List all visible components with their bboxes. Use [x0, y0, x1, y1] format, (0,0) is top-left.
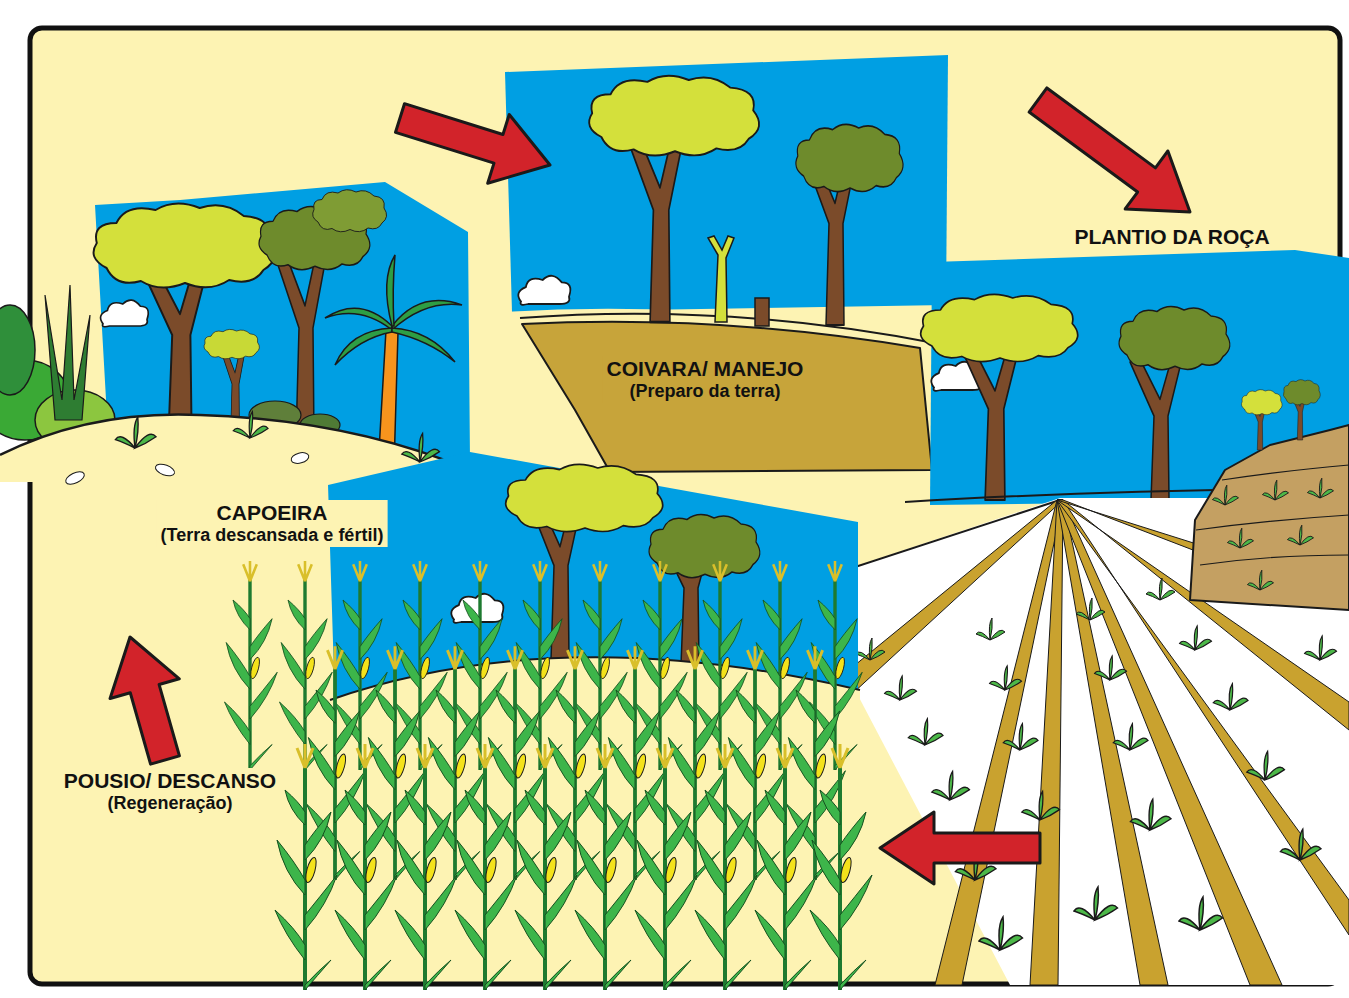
fallen-leaf — [154, 462, 176, 478]
terraced-hill — [1190, 425, 1349, 610]
label-group: POUSIO/ DESCANSO(Regeneração) — [60, 768, 280, 815]
stage-subtitle: (Regeneração) — [60, 793, 280, 815]
seedling — [1305, 636, 1337, 660]
stage-panel: POUSIO/ DESCANSO(Regeneração) — [20, 760, 880, 990]
seedling — [1130, 799, 1171, 830]
flow-arrow — [396, 104, 550, 184]
stage-subtitle: (Terra descansada e fértil) — [157, 525, 388, 547]
corn-plant — [225, 561, 278, 770]
corn-plant — [635, 744, 697, 990]
seedling — [932, 771, 970, 800]
tree-crown — [796, 124, 903, 191]
cloud — [101, 300, 149, 327]
tree-crown — [921, 294, 1078, 361]
seedling — [1074, 887, 1118, 920]
cloud — [518, 276, 570, 305]
tree-crown — [204, 329, 259, 358]
cut-stump — [708, 236, 734, 322]
stage-title: CAPOEIRA — [157, 500, 388, 525]
corn-plant — [695, 744, 757, 990]
corn-plant — [515, 744, 577, 990]
tree-trunk — [1130, 350, 1183, 500]
seedling — [1076, 598, 1105, 620]
seedling — [885, 676, 917, 700]
stage-title: COIVARA/ MANEJO — [603, 356, 808, 381]
flow-arrow — [110, 637, 179, 764]
seedling — [1022, 791, 1060, 820]
seedling — [1113, 724, 1148, 750]
corn-plant — [755, 744, 817, 990]
bush — [0, 305, 35, 395]
seedling — [1247, 751, 1285, 780]
seedling — [1287, 525, 1313, 545]
seedling — [1227, 528, 1253, 548]
corn-plant — [395, 744, 457, 990]
seedling — [402, 433, 440, 462]
hill-line — [0, 415, 470, 471]
seedling — [979, 917, 1023, 950]
seedling — [115, 417, 156, 448]
seedling — [1003, 724, 1038, 750]
seedling — [1247, 570, 1273, 590]
fallen-leaf — [64, 469, 86, 487]
spiky-plant — [45, 285, 90, 420]
label-group: COIVARA/ MANEJO(Preparo da terra) — [603, 356, 808, 403]
corn-plant — [275, 744, 337, 990]
tree-crown — [506, 464, 663, 531]
seedling — [1212, 485, 1238, 505]
stage-panel: PLANTIO DA ROÇA — [1040, 212, 1340, 880]
palm-leaf — [387, 255, 395, 326]
corn-plant — [455, 744, 517, 990]
corn-plant — [335, 744, 397, 990]
seedling — [1146, 578, 1175, 600]
stage-title: POUSIO/ DESCANSO — [60, 768, 280, 793]
seedling — [1307, 478, 1333, 498]
palm-leaf — [335, 328, 392, 365]
stage-panel: COIVARA/ MANEJO(Preparo da terra) — [550, 60, 1038, 470]
seedling — [908, 719, 943, 745]
stage-panel: CAPOEIRA(Terra descansada e fértil) — [10, 100, 400, 637]
seedling — [1280, 829, 1321, 860]
tree-crown — [313, 190, 387, 232]
seedling — [1180, 626, 1212, 650]
seedling — [1213, 684, 1248, 710]
stage-subtitle: (Preparo da terra) — [603, 381, 808, 403]
stage-title: PLANTIO DA ROÇA — [1070, 224, 1273, 249]
tree-crown — [94, 203, 275, 287]
seedling — [990, 666, 1022, 690]
label-group: CAPOEIRA(Terra descansada e fértil) — [157, 500, 388, 547]
seedling — [1262, 480, 1288, 500]
seedling — [856, 638, 885, 660]
flow-arrow — [1029, 88, 1190, 212]
seedling — [1179, 897, 1223, 930]
prepared-field — [522, 322, 932, 472]
tree-crown — [589, 76, 759, 156]
label-group: PLANTIO DA ROÇA — [1070, 224, 1273, 249]
seedling — [976, 618, 1005, 640]
corn-plant — [575, 744, 637, 990]
corn-plant — [280, 561, 333, 770]
tree-crown — [1241, 390, 1282, 415]
tree-trunk — [962, 338, 1020, 501]
tree-crown — [1119, 307, 1230, 370]
tree-crown — [1283, 380, 1320, 405]
cut-stump — [755, 298, 769, 326]
seedling — [233, 412, 268, 438]
palm-leaf — [325, 308, 392, 330]
terrace-line — [1196, 465, 1349, 565]
corn-plant — [810, 744, 872, 990]
furrow — [1057, 500, 1168, 985]
palm-leaf — [392, 328, 455, 362]
seedling — [1095, 656, 1127, 680]
fallen-leaf — [290, 451, 310, 465]
flow-arrow — [880, 812, 1040, 884]
furrow — [935, 500, 1063, 985]
palm-leaf — [392, 301, 462, 330]
